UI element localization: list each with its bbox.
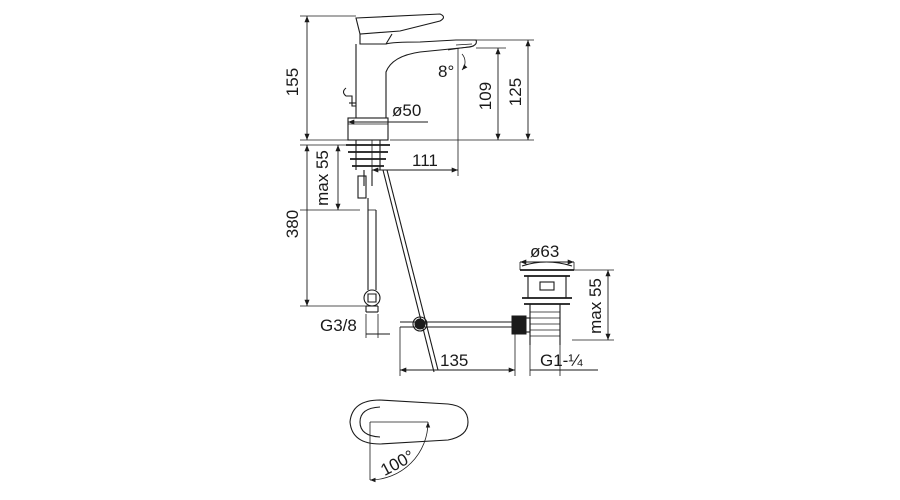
top-view (349, 399, 469, 483)
dim-rod-length: 135 (440, 351, 468, 370)
supply-hose (363, 198, 381, 313)
dimension-lines (300, 15, 614, 376)
dim-spout-angle: 8° (438, 62, 454, 81)
pivot-joint (414, 318, 426, 330)
dim-waste-max-thickness: max 55 (586, 278, 605, 334)
dim-spout-height: 125 (506, 78, 525, 106)
mounting-assembly (346, 140, 390, 199)
dim-waste-diameter: ø63 (530, 242, 559, 261)
dim-waste-thread: G1-¼ (540, 351, 583, 370)
dim-outlet-height: 109 (476, 82, 495, 110)
pop-up-rod (382, 169, 512, 373)
pop-up-waste (511, 261, 574, 345)
dim-inlet-thread: G3/8 (320, 316, 357, 335)
dim-spout-reach: 111 (412, 151, 438, 170)
faucet-body (342, 13, 477, 141)
dim-body-diameter: ø50 (392, 101, 421, 120)
dim-max-deck-thickness: max 55 (313, 150, 332, 206)
dim-overall-height: 155 (283, 68, 302, 96)
dim-hose-length: 380 (283, 210, 302, 238)
dim-lever-rotation: 100° (377, 446, 417, 479)
